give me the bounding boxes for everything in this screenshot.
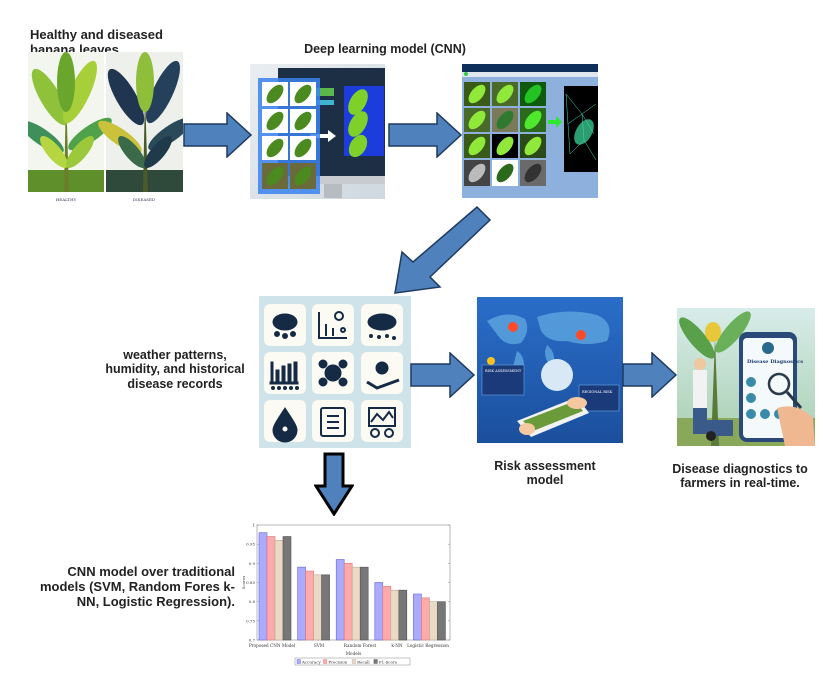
growth-chart-icon — [318, 311, 347, 339]
bar-precision — [305, 570, 314, 641]
diagnostics-label: Disease diagnostics to farmers in real-t… — [672, 462, 808, 491]
clipboard-icon — [320, 407, 346, 437]
banana-leaves-image: HEALTHY DISEASED — [28, 52, 183, 204]
arrow-features-to-weather — [394, 205, 492, 294]
bar-accuracy — [297, 566, 306, 641]
bar-precision — [266, 536, 276, 641]
y-tick-label: 0.9 — [249, 561, 256, 566]
storm-cloud-icon — [367, 313, 397, 340]
bar-f1-score — [359, 566, 369, 641]
cnn-label: Deep learning model (CNN) — [304, 42, 466, 56]
bar-f1-score — [282, 536, 292, 641]
phone-title: Disease Diagnostics — [747, 359, 803, 365]
y-tick-label: 0.8 — [249, 599, 256, 604]
bar-precision — [343, 563, 353, 641]
comparison-label: CNN model over traditional models (SVM, … — [39, 564, 235, 609]
legend-swatch — [373, 659, 378, 664]
legend-label: F1-Score — [379, 659, 398, 664]
legend-swatch — [296, 659, 301, 664]
x-tick-label: k-NN — [391, 643, 403, 648]
bar-accuracy — [258, 532, 268, 641]
weather-data-icons — [259, 296, 411, 448]
risk-box-title: RISK ASSESSMENT — [485, 369, 522, 373]
bar-accuracy — [413, 593, 422, 641]
healthy-plant-icon — [28, 52, 112, 192]
x-tick-label: Random Forest — [344, 643, 377, 648]
arrow-cnn-to-features — [388, 112, 463, 158]
regional-risk-title: REGIONAL RISK — [582, 390, 613, 394]
arrow-leaves-to-cnn — [183, 112, 253, 158]
diseased-caption: DISEASED — [133, 197, 155, 202]
arrow-risk-to-diagnostics — [622, 352, 678, 398]
bar-accuracy — [335, 559, 345, 641]
leaf-grid — [464, 82, 546, 186]
bar-precision — [382, 586, 392, 641]
x-tick-label: Logistic Regression — [407, 643, 449, 648]
bar-recall — [351, 566, 361, 641]
x-tick-label: SVM — [314, 643, 325, 648]
y-tick-label: 0.95 — [246, 542, 255, 547]
x-axis-label: Models — [346, 651, 361, 656]
legend-swatch — [323, 659, 328, 664]
cnn-input-image — [250, 64, 385, 199]
diseased-plant-icon — [98, 52, 183, 192]
risk-label: Risk assessment model — [494, 459, 596, 488]
arrow-weather-to-risk — [410, 352, 476, 398]
healthy-caption: HEALTHY — [56, 197, 77, 202]
y-tick-label: 0.75 — [246, 618, 255, 623]
bar-recall — [274, 540, 284, 641]
bar-f1-score — [321, 574, 330, 641]
diagnostics-app-image: Disease Diagnostics — [677, 308, 815, 446]
arrow-weather-to-chart — [314, 452, 354, 516]
rain-cloud-icon — [272, 313, 298, 339]
legend-label: Precision — [328, 659, 347, 664]
legend-label: Accuracy — [301, 659, 321, 664]
y-tick-label: 0.85 — [246, 580, 255, 585]
bar-accuracy — [374, 582, 384, 641]
bar-f1-score — [437, 601, 446, 641]
bar-recall — [429, 601, 438, 641]
virus-network-icon — [318, 359, 348, 387]
x-tick-label: Proposed CNN Model — [249, 643, 296, 648]
legend-label: Recall — [357, 659, 370, 664]
map-globe-icon — [368, 407, 396, 438]
bar-recall — [390, 589, 400, 641]
bar-precision — [421, 597, 430, 641]
y-tick-label: 1 — [252, 523, 255, 528]
water-drop-icon — [272, 407, 298, 443]
legend-swatch — [351, 659, 356, 664]
bar-chart-icon — [269, 361, 299, 390]
hand-gear-icon — [366, 361, 400, 390]
y-axis-label: Scores — [241, 576, 246, 590]
risk-assessment-image: RISK ASSESSMENT REGIONAL RISK — [477, 297, 623, 443]
cnn-feature-image — [462, 64, 598, 198]
bar-f1-score — [398, 589, 408, 641]
y-tick-label: 0.7 — [249, 638, 256, 643]
weather-label: weather patterns, humidity, and historic… — [105, 348, 245, 391]
bar-recall — [313, 574, 322, 641]
